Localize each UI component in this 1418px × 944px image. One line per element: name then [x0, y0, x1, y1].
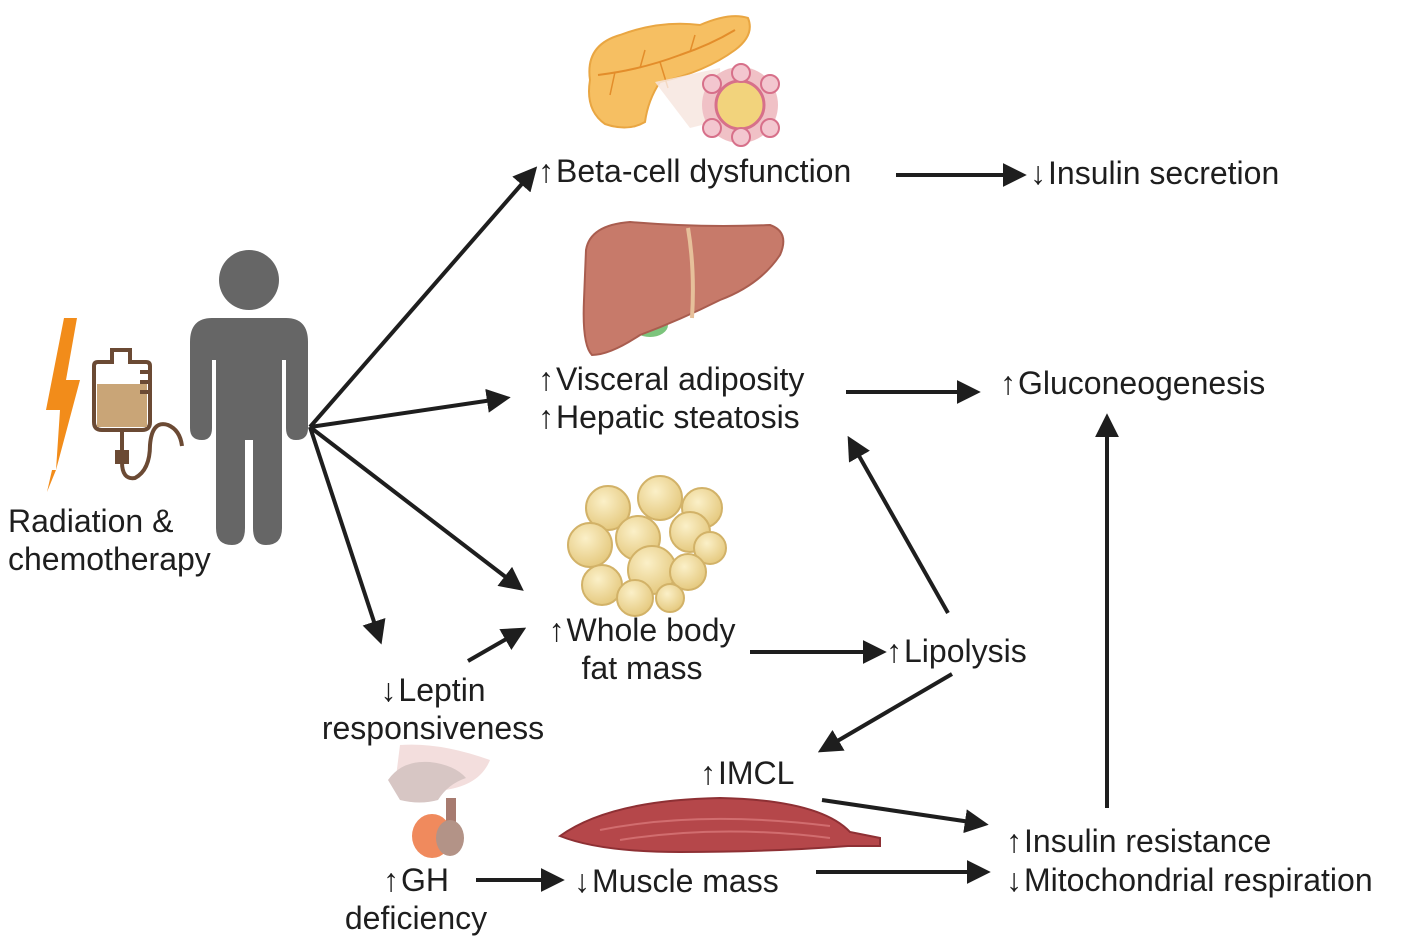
arrow-person-to-beta	[308, 166, 538, 429]
decrease-arrow-icon: ↓	[1006, 862, 1022, 898]
pituitary-icon	[388, 744, 490, 858]
node-lipolysis: ↑Lipolysis	[886, 633, 1027, 669]
node-insulin-secretion: ↓Insulin secretion	[1030, 155, 1280, 191]
connector-arrows	[308, 163, 1119, 892]
node-hepatic-steatosis: ↑Hepatic steatosis	[538, 399, 800, 435]
muscle-icon	[557, 796, 881, 854]
increase-arrow-icon: ↑	[700, 755, 716, 791]
arrow-person-to-fat	[308, 425, 524, 591]
increase-arrow-icon: ↑	[538, 153, 554, 189]
liver-icon	[582, 220, 785, 357]
arrow-leptin-to-fat	[467, 627, 527, 663]
lightning-icon	[46, 318, 80, 492]
node-leptin: ↓Leptin responsiveness	[321, 672, 545, 746]
decrease-arrow-icon: ↓	[1030, 155, 1046, 191]
trigger-label: Radiation & chemotherapy	[8, 503, 211, 577]
iv-bag-icon	[92, 348, 184, 481]
arrow-lipolysis-to-hepatic	[847, 435, 950, 614]
node-insulin-resistance: ↑Insulin resistance	[1006, 823, 1272, 859]
decrease-arrow-icon: ↓	[380, 672, 397, 708]
increase-arrow-icon: ↑	[383, 862, 399, 898]
node-whole-body-fat: ↑Whole body fat mass	[548, 612, 736, 686]
decrease-arrow-icon: ↓	[574, 863, 590, 899]
increase-arrow-icon: ↑	[538, 361, 554, 397]
node-visceral-adiposity: ↑Visceral adiposity	[538, 361, 805, 397]
pancreas-icon	[588, 15, 780, 147]
node-muscle-mass: ↓Muscle mass	[574, 863, 779, 899]
node-gluconeogenesis: ↑Gluconeogenesis	[1000, 365, 1266, 401]
increase-arrow-icon: ↑	[1000, 365, 1016, 401]
node-gh-deficiency: ↑GH deficiency	[344, 862, 488, 936]
arrow-person-to-visceral	[309, 388, 511, 429]
node-beta-cell: ↑Beta-cell dysfunction	[538, 153, 852, 189]
adipocytes-icon	[567, 475, 727, 617]
arrow-person-to-leptin	[308, 426, 386, 645]
person-icon	[190, 250, 308, 545]
node-imcl: ↑IMCL	[700, 755, 795, 791]
increase-arrow-icon: ↑	[548, 612, 565, 648]
arrow-lipolysis-to-imcl	[817, 672, 954, 753]
node-mitochondrial-respiration: ↓Mitochondrial respiration	[1006, 862, 1373, 898]
increase-arrow-icon: ↑	[1006, 823, 1022, 859]
arrow-imcl-to-resistance	[821, 798, 989, 834]
increase-arrow-icon: ↑	[886, 633, 902, 669]
increase-arrow-icon: ↑	[538, 399, 554, 435]
